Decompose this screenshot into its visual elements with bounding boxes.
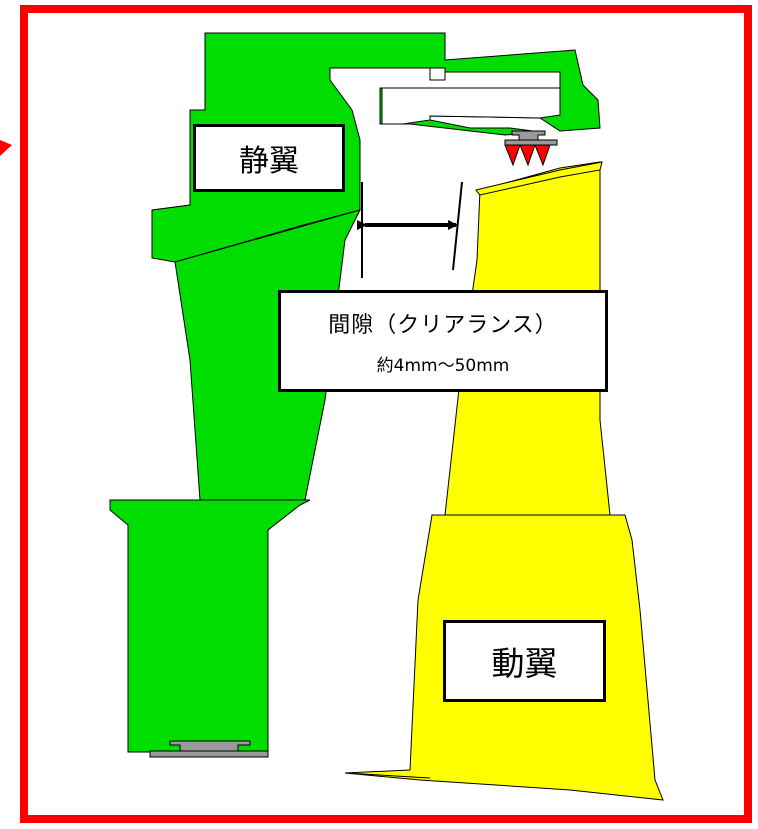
rotor-blade — [344, 161, 664, 801]
stator-slot — [381, 87, 561, 125]
clearance-label: 間隙（クリアランス） 約4mm～50mm — [278, 290, 608, 392]
stator-airfoil — [174, 209, 361, 501]
rotor-seal — [504, 130, 558, 167]
stator-seal — [149, 740, 269, 758]
stator-label: 静翼 — [193, 124, 345, 192]
clearance-range: 約4mm～50mm — [376, 355, 510, 376]
stator-root — [109, 499, 311, 753]
rotor-tip — [475, 161, 603, 196]
clearance-title: 間隙（クリアランス） — [328, 312, 558, 338]
red-frame — [20, 5, 752, 823]
rotor-label: 動翼 — [443, 620, 606, 702]
stator-notch — [429, 67, 446, 81]
red-arrow-tip — [0, 140, 12, 156]
